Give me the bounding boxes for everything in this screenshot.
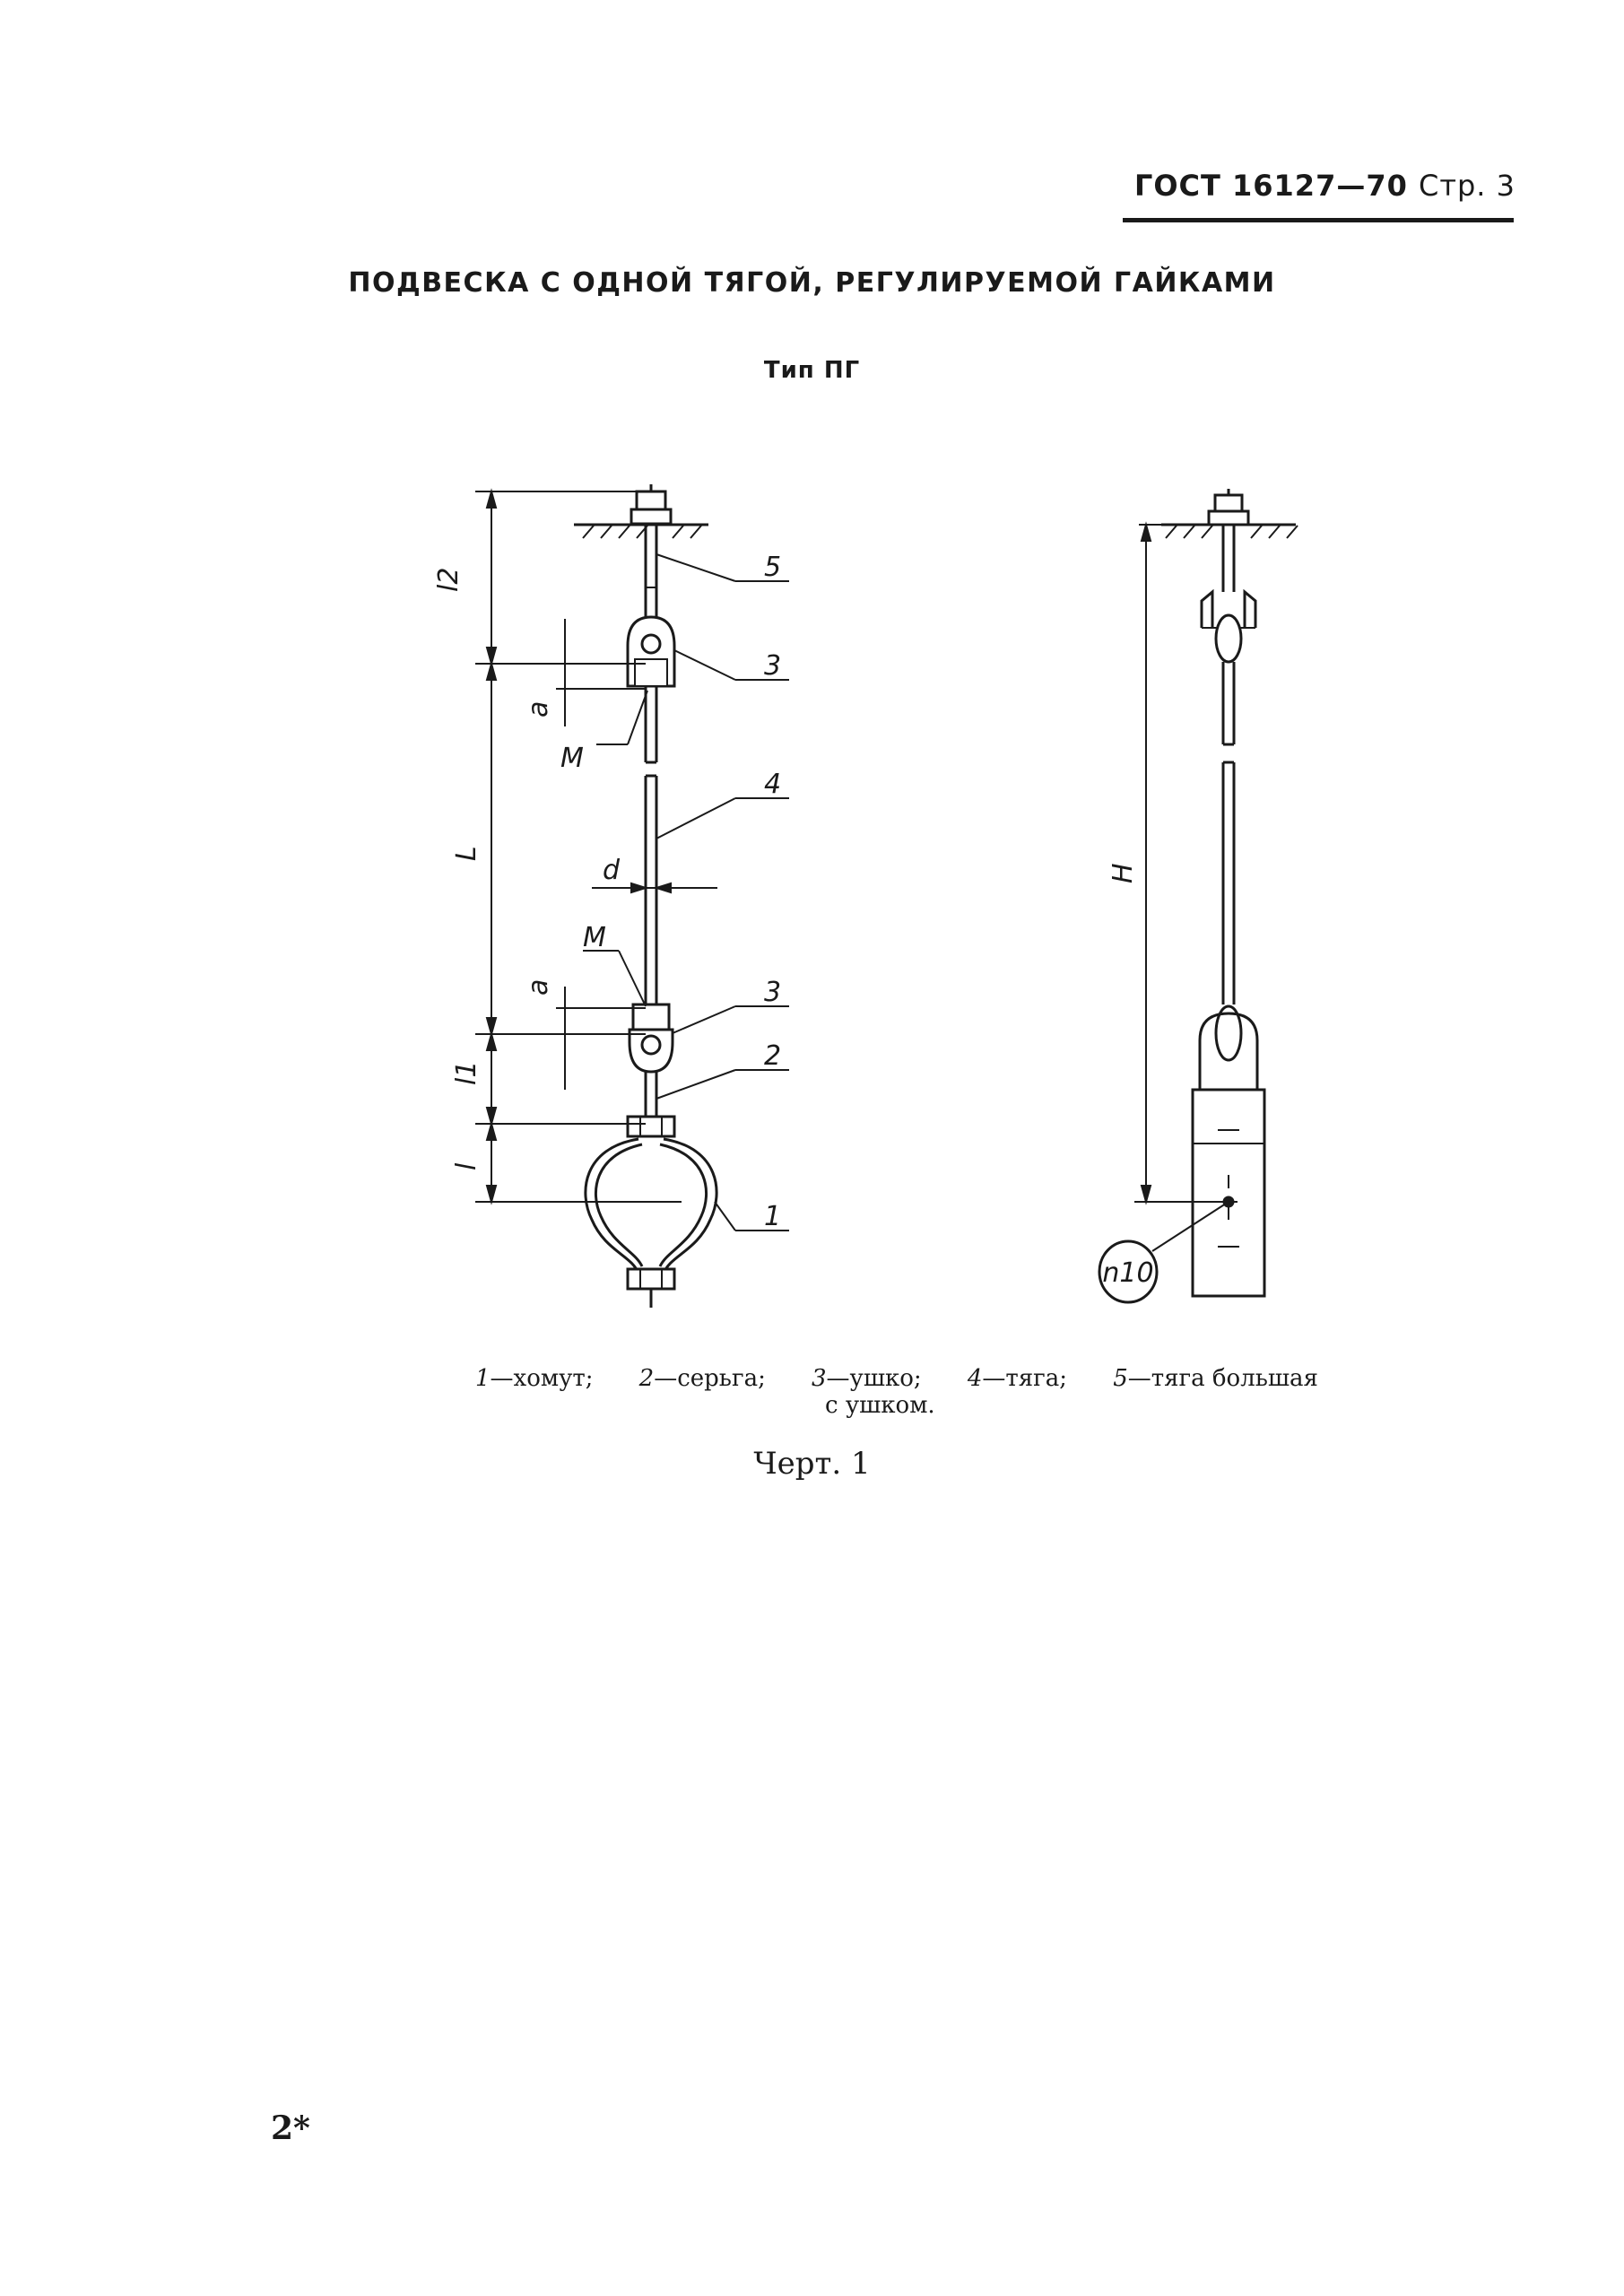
dim-label-M-bottom: M	[583, 922, 606, 953]
clamp-top-bolt	[626, 1115, 676, 1138]
callout-3-top: 3	[764, 650, 781, 682]
dim-label-l1: l1	[451, 1061, 482, 1085]
lower-eye-nut	[631, 1003, 671, 1031]
dim-label-a-top: a	[523, 701, 554, 718]
legend: 1—хомут; 2—серьга; 3—ушко; 4—тяга; 5—тяг…	[475, 1365, 1318, 1419]
legend-item-2: 2—серьга;	[638, 1365, 766, 1392]
side-clamp-plate	[1191, 1088, 1266, 1298]
dim-label-l: l	[451, 1162, 482, 1170]
callout-3-bottom: 3	[764, 977, 781, 1008]
callout-2: 2	[764, 1040, 781, 1072]
clamp-bottom-bolt	[626, 1267, 676, 1291]
pipe-size-marker	[1098, 1239, 1159, 1304]
dimension-H	[1134, 521, 1238, 1205]
upper-eye-pin	[640, 633, 662, 655]
pipe-size-label: n10	[1102, 1257, 1153, 1289]
dim-label-d: d	[603, 855, 621, 886]
ceiling-hatch-right	[1165, 525, 1298, 539]
page-label: Стр. 3	[1419, 169, 1515, 203]
standard-number: ГОСТ 16127—70	[1133, 169, 1408, 203]
dim-label-l2: l2	[433, 568, 465, 592]
callout-4: 4	[764, 769, 781, 800]
front-view: l2 a M L d M a l1 l 5 3 4 3 2 1	[433, 484, 789, 1308]
legend-item-5: 5—тяга большая	[1113, 1365, 1318, 1392]
legend-item-3: 3—ушко;	[812, 1365, 922, 1392]
legend-item-1: 1—хомут;	[475, 1365, 594, 1392]
page-number: 2*	[271, 2109, 310, 2147]
side-upper-eye-left	[1200, 588, 1214, 628]
legend-continuation: с ушком.	[825, 1392, 935, 1419]
figure-caption: Черт. 1	[753, 1446, 871, 1482]
callout-5: 5	[764, 552, 781, 583]
ceiling-hatch-left	[582, 525, 702, 539]
clamp-1	[584, 1137, 718, 1274]
dim-label-H: H	[1107, 863, 1139, 883]
dim-label-M-top: M	[560, 743, 584, 774]
top-washer	[630, 508, 673, 526]
legend-item-4: 4—тяга;	[967, 1365, 1068, 1392]
side-clamp-top	[1198, 1012, 1259, 1090]
dim-label-L: L	[451, 846, 482, 861]
page-title: ПОДВЕСКА С ОДНОЙ ТЯГОЙ, РЕГУЛИРУЕМОЙ ГАЙ…	[348, 267, 1276, 299]
callout-1: 1	[764, 1201, 781, 1232]
dim-label-a-bottom: a	[523, 979, 554, 996]
type-label: Тип ПГ	[763, 357, 861, 384]
lower-eye	[628, 1028, 674, 1074]
side-view: n10 H	[1098, 489, 1298, 1304]
page-header: ГОСТ 16127—70 Стр. 3	[1121, 169, 1515, 203]
header-rule	[1123, 218, 1514, 222]
dimension-chain-left	[475, 488, 789, 1231]
